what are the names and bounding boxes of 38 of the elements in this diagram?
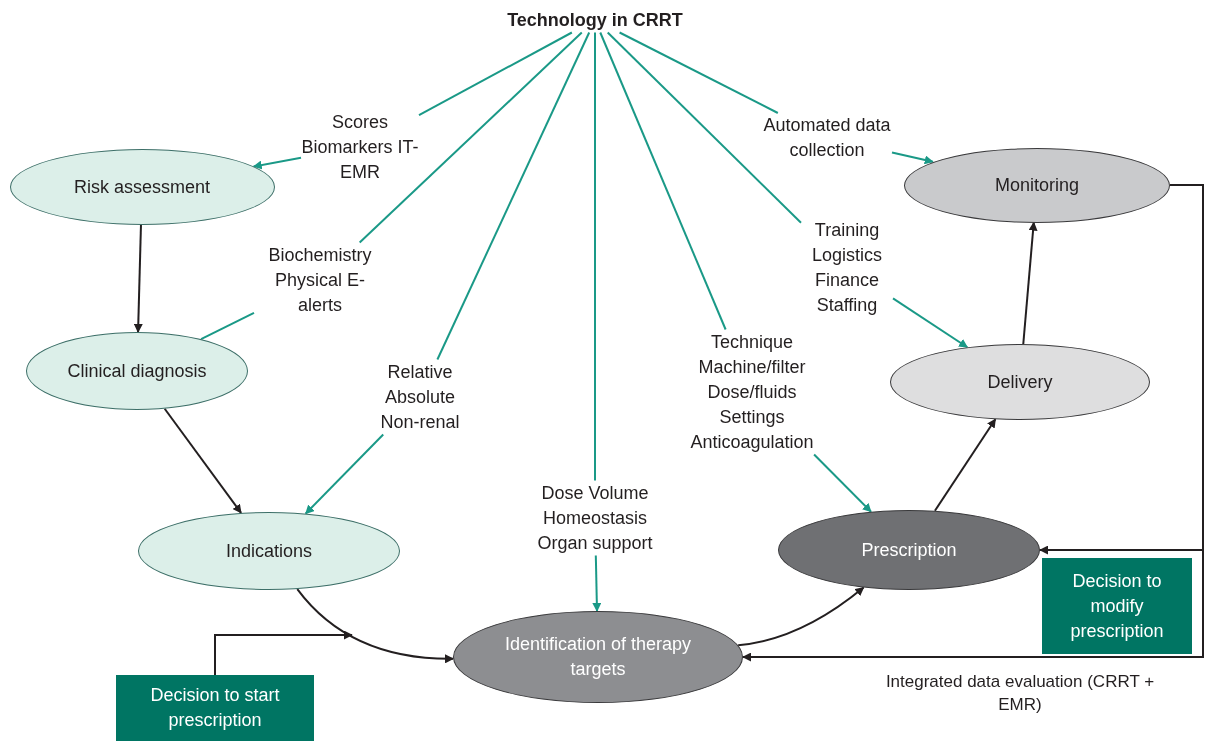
factor-list: Automated data collection [762,113,892,163]
arrow [891,151,934,165]
connector-line [599,31,727,331]
factor-list: Scores Biomarkers IT-EMR [301,109,419,185]
connector-line [606,31,802,224]
arrow [252,156,302,170]
node-label: Clinical diagnosis [67,359,207,383]
arrow [737,586,865,647]
connector-line [618,31,779,114]
decision-box [1042,558,1192,654]
arrow [592,554,602,612]
connector-line [200,311,255,341]
node-label: Prescription [861,538,957,562]
factor-list: Technique Machine/filter Dose/fluids Settings Anticoagulation [673,329,831,455]
node-label: Risk assessment [73,175,210,199]
arrow [933,418,997,512]
decision-box [116,675,314,741]
connector-line [436,31,591,361]
arrow [133,224,143,333]
factor-list: Dose Volume Homeostasis Organ support [520,480,670,556]
arrow [742,184,1204,662]
node-label: Indications [225,539,313,563]
diagram-heading: Technology in CRRT [475,7,715,33]
node-label: Decision to modify prescription [1069,569,1165,643]
connector-line [418,31,573,117]
factor-list: Biochemistry Physical E-alerts [254,242,386,318]
node-label: Delivery [987,370,1053,394]
arrow [892,297,969,349]
node-label: Decision to start prescription [149,684,281,732]
arrow [1022,221,1038,345]
factor-list: Training Logistics Finance Staffing [801,218,893,318]
connector-line [594,31,596,482]
connector-line [358,31,583,244]
node-label: Monitoring [994,173,1079,197]
factor-list: Relative Absolute Non-renal [368,359,472,435]
arrow [296,588,455,664]
arrow [214,630,353,676]
node-label: Identification of therapy targets [503,633,693,681]
